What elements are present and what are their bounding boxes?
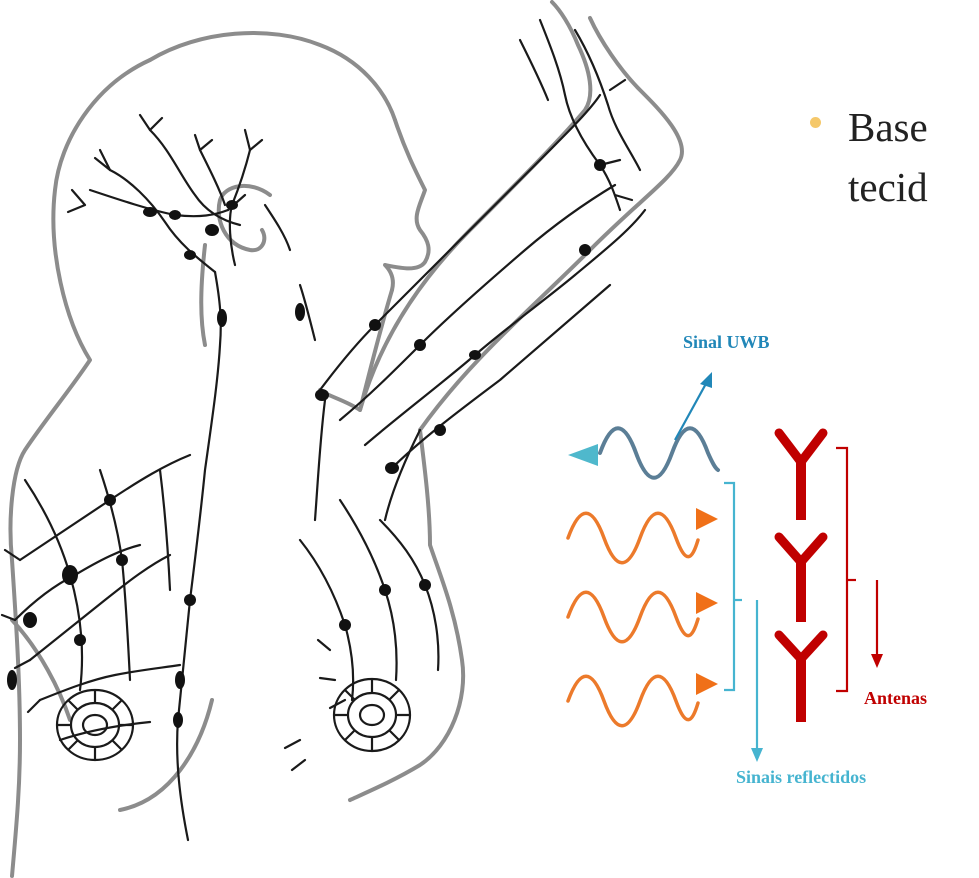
body-outline (11, 2, 682, 876)
reflected-arrowhead (751, 748, 763, 762)
lymphatic-network (2, 20, 645, 840)
antennas-label: Antenas (864, 688, 927, 709)
antennas-bracket (836, 448, 877, 691)
orange-wave-1 (568, 508, 718, 563)
reflected-signals-bracket (724, 483, 757, 752)
antennas-arrowhead (871, 654, 883, 668)
breast-glands (57, 679, 410, 760)
reflected-signals-label: Sinais reflectidos (736, 767, 866, 788)
bullet-text: Base tecid (848, 97, 928, 217)
uwb-left-arrowhead (568, 444, 598, 466)
orange-wave-3 (568, 673, 718, 726)
uwb-signal-wave (568, 428, 718, 478)
antenna-array (779, 433, 823, 722)
bullet-dot (810, 117, 821, 128)
lymph-nodes (7, 159, 606, 728)
bullet-line-1: Base (848, 97, 928, 157)
orange-wave-2 (568, 592, 718, 642)
uwb-signal-label: Sinal UWB (683, 332, 770, 353)
bullet-line-2: tecid (848, 157, 928, 217)
